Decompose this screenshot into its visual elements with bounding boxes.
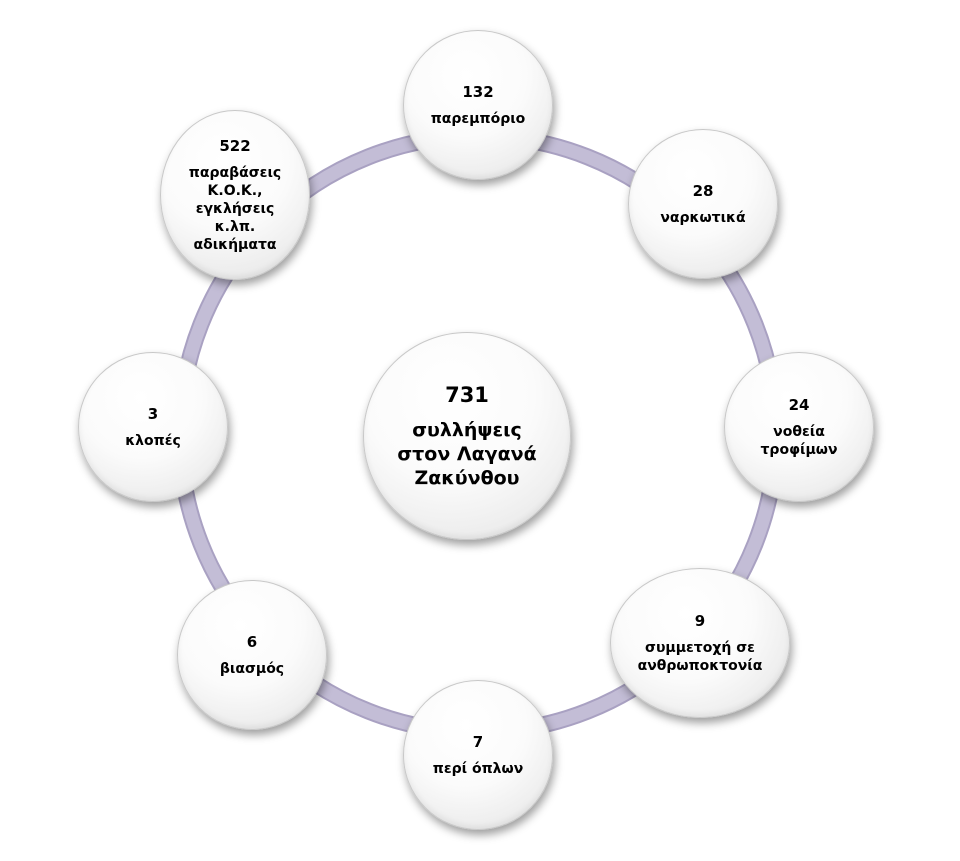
node-rape: 6 βιασμός [177, 580, 327, 730]
node-food-adulteration: 24 νοθεία τροφίμων [724, 352, 874, 502]
node-label: συμμετοχή σε ανθρωποκτονία [637, 639, 763, 674]
node-street-vending: 132 παρεμπόριο [403, 30, 553, 180]
node-thefts: 3 κλοπές [78, 352, 228, 502]
node-traffic-violations: 522 παραβάσεις Κ.Ο.Κ., εγκλήσεις κ.λπ. α… [160, 110, 310, 280]
node-number: 28 [692, 181, 714, 200]
node-weapons: 7 περί όπλων [403, 680, 553, 830]
node-number: 3 [147, 404, 159, 423]
node-label: παρεμπόριο [430, 110, 526, 127]
center-label: συλλήψεις στον Λαγανά Ζακύνθου [397, 419, 537, 489]
node-number: 9 [694, 611, 706, 630]
node-label: παραβάσεις Κ.Ο.Κ., εγκλήσεις κ.λπ. αδική… [188, 164, 282, 253]
center-number: 731 [445, 383, 489, 407]
node-homicide-participation: 9 συμμετοχή σε ανθρωποκτονία [610, 568, 790, 718]
node-number: 24 [788, 395, 810, 414]
node-label: βιασμός [219, 660, 285, 677]
center-node: 731 συλλήψεις στον Λαγανά Ζακύνθου [363, 332, 571, 540]
node-drugs: 28 ναρκωτικά [628, 129, 778, 279]
node-number: 6 [246, 632, 258, 651]
node-number: 522 [219, 136, 251, 155]
node-label: κλοπές [125, 432, 181, 449]
node-number: 7 [472, 732, 484, 751]
node-label: περί όπλων [432, 760, 524, 777]
node-label: νοθεία τροφίμων [760, 423, 838, 458]
node-label: ναρκωτικά [660, 209, 746, 226]
node-number: 132 [462, 82, 494, 101]
